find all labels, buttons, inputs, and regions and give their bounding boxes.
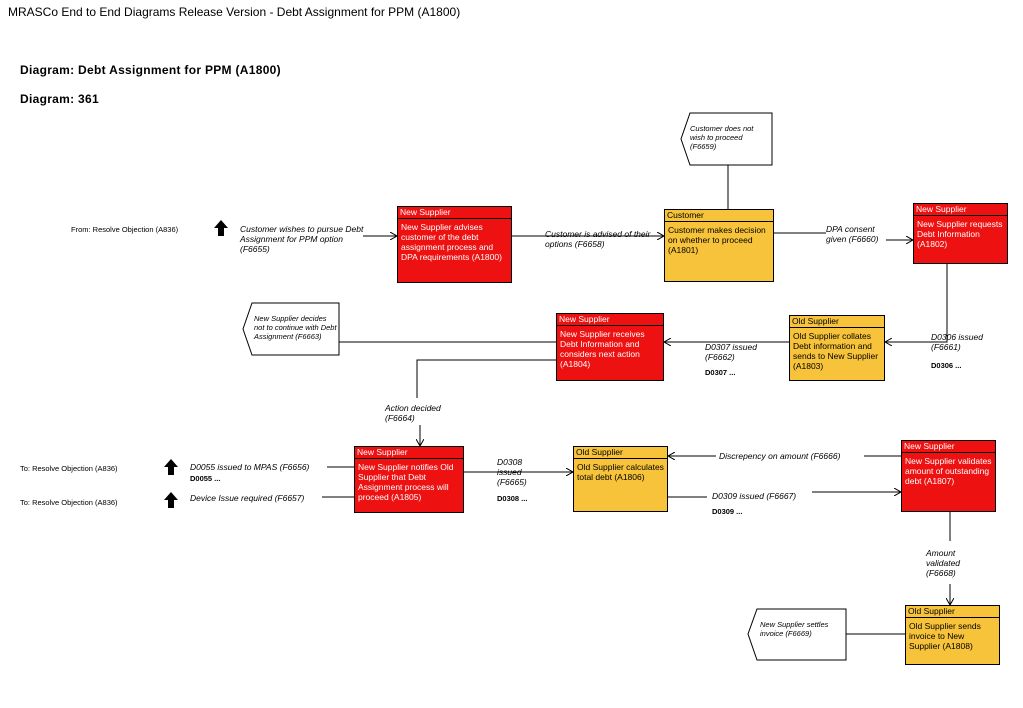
- process-box-a1807[interactable]: New Supplier New Supplier validates amou…: [901, 440, 996, 512]
- process-text: New Supplier advises customer of the deb…: [401, 222, 502, 262]
- flow-code-f6661: D0306 ...: [931, 361, 962, 370]
- callout-shape-f6669: [747, 608, 847, 661]
- flow-label-f6658: Customer is advised of their options (F6…: [545, 229, 651, 249]
- connector-f6661: [885, 264, 948, 342]
- process-text: Old Supplier collates Debt information a…: [793, 331, 879, 371]
- role-label: Old Supplier: [790, 316, 884, 328]
- process-text: Old Supplier sends invoice to New Suppli…: [909, 621, 981, 651]
- diagram-title: Diagram: Debt Assignment for PPM (A1800): [20, 63, 281, 77]
- process-text: New Supplier requests Debt Information (…: [917, 219, 1003, 249]
- diagram-number: Diagram: 361: [20, 92, 99, 106]
- up-arrow-icon: [214, 220, 228, 236]
- flow-label-f6666: Discrepency on amount (F6666): [719, 451, 841, 461]
- ref-to-resolve-objection: To: Resolve Objection (A836): [20, 464, 118, 473]
- callout-shape-f6663: [242, 302, 340, 356]
- process-text: New Supplier notifies Old Supplier that …: [358, 462, 454, 502]
- role-label: Old Supplier: [906, 606, 999, 618]
- flow-label-f6657: Device Issue required (F6657): [190, 493, 305, 503]
- up-arrow-icon: [164, 459, 178, 475]
- process-box-a1802[interactable]: New Supplier New Supplier requests Debt …: [913, 203, 1008, 264]
- role-label: New Supplier: [902, 441, 995, 453]
- process-box-a1808[interactable]: Old Supplier Old Supplier sends invoice …: [905, 605, 1000, 665]
- flow-label-f6656: D0055 issued to MPAS (F6656): [190, 462, 310, 472]
- process-text: New Supplier receives Debt Information a…: [560, 329, 645, 369]
- flow-code-f6667: D0309 ...: [712, 507, 743, 516]
- role-label: New Supplier: [914, 204, 1007, 216]
- role-label: New Supplier: [355, 447, 463, 459]
- ref-to-resolve-objection: To: Resolve Objection (A836): [20, 498, 118, 507]
- process-box-a1803[interactable]: Old Supplier Old Supplier collates Debt …: [789, 315, 885, 381]
- callout-f6669: New Supplier settles invoice (F6669): [760, 620, 829, 638]
- process-box-a1801[interactable]: Customer Customer makes decision on whet…: [664, 209, 774, 282]
- flow-label-f6660: DPA consent given (F6660): [826, 224, 879, 244]
- page-title: MRASCo End to End Diagrams Release Versi…: [8, 5, 461, 19]
- flow-label-f6664: Action decided (F6664): [385, 403, 441, 423]
- flow-label-f6661: D0306 issued (F6661): [931, 332, 983, 352]
- process-text: Customer makes decision on whether to pr…: [668, 225, 766, 255]
- flow-code-f6656: D0055 ...: [190, 474, 221, 483]
- role-label: Old Supplier: [574, 447, 667, 459]
- process-box-a1806[interactable]: Old Supplier Old Supplier calculates tot…: [573, 446, 668, 512]
- up-arrow-icon: [164, 492, 178, 508]
- flow-label-f6655: Customer wishes to pursue Debt Assignmen…: [240, 224, 364, 254]
- role-label: New Supplier: [557, 314, 663, 326]
- process-box-a1805[interactable]: New Supplier New Supplier notifies Old S…: [354, 446, 464, 513]
- flow-code-f6665: D0308 ...: [497, 494, 528, 503]
- flow-code-f6662: D0307 ...: [705, 368, 736, 377]
- process-box-a1804[interactable]: New Supplier New Supplier receives Debt …: [556, 313, 664, 381]
- process-box-a1800[interactable]: New Supplier New Supplier advises custom…: [397, 206, 512, 283]
- flow-label-f6662: D0307 issued (F6662): [705, 342, 757, 362]
- flow-label-f6668: Amount validated (F6668): [926, 548, 961, 578]
- ref-from-resolve-objection: From: Resolve Objection (A836): [71, 225, 179, 234]
- flow-label-f6665: D0308 issued (F6665): [497, 457, 527, 487]
- flow-label-f6667: D0309 issued (F6667): [712, 491, 797, 501]
- connector-f6664-a: [416, 359, 561, 398]
- role-label: New Supplier: [398, 207, 511, 219]
- callout-f6663: New Supplier decides not to continue wit…: [254, 314, 337, 341]
- callout-f6659: Customer does not wish to proceed (F6659…: [690, 124, 754, 151]
- process-text: New Supplier validates amount of outstan…: [905, 456, 992, 486]
- callout-shape-f6659: [680, 112, 773, 166]
- role-label: Customer: [665, 210, 773, 222]
- process-text: Old Supplier calculates total debt (A180…: [577, 462, 664, 482]
